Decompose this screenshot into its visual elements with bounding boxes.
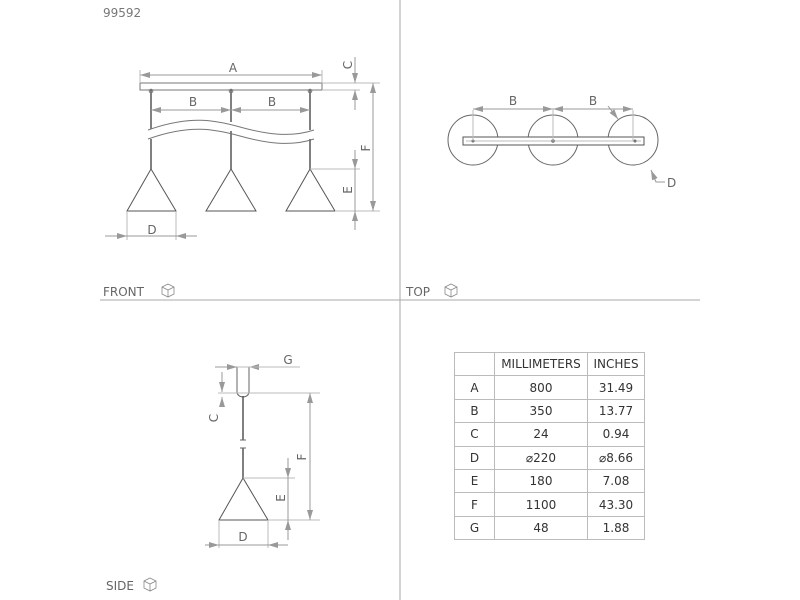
dim-key: G — [454, 515, 495, 541]
dim-mm: 800 — [494, 375, 588, 400]
top-view-label: TOP — [405, 285, 430, 299]
header-inches: INCHES — [587, 351, 645, 377]
label-f: F — [359, 144, 373, 151]
dim-key: D — [454, 445, 495, 470]
dim-in: 13.77 — [587, 398, 645, 424]
header-millimeters: MILLIMETERS — [494, 351, 588, 377]
label-a: A — [229, 61, 238, 75]
label-e: E — [341, 186, 355, 194]
dim-mm: 350 — [494, 398, 588, 424]
label-d: D — [238, 530, 247, 544]
dim-mm: 48 — [494, 515, 588, 541]
dim-key: F — [454, 492, 495, 517]
label-b: B — [509, 94, 517, 108]
dim-mm: 1100 — [494, 492, 588, 517]
dim-key: B — [454, 398, 495, 424]
dim-in: 1.88 — [587, 515, 645, 541]
cube-icon — [161, 283, 175, 298]
header-blank — [454, 351, 495, 377]
label-b: B — [589, 94, 597, 108]
cube-icon — [444, 283, 458, 298]
dim-key: E — [454, 468, 495, 494]
table-row: D⌀220⌀8.66 — [454, 445, 645, 470]
label-f: F — [295, 453, 309, 460]
break-line-bottom — [147, 128, 315, 144]
label-b: B — [189, 95, 197, 109]
dim-mm: 180 — [494, 468, 588, 494]
pendant-cones — [126, 168, 336, 212]
side-view — [205, 364, 320, 548]
dim-in: 31.49 — [587, 375, 645, 400]
dim-mm: ⌀220 — [494, 445, 588, 470]
dim-mm: 24 — [494, 422, 588, 447]
dim-key: A — [454, 375, 495, 400]
top-view — [447, 105, 665, 183]
front-view-label: FRONT — [103, 285, 145, 299]
dim-key: C — [454, 422, 495, 447]
label-c: C — [341, 61, 355, 69]
label-d: D — [147, 223, 156, 237]
pendant-cone — [218, 477, 269, 521]
side-view-label: SIDE — [106, 579, 134, 593]
dim-in: 7.08 — [587, 468, 645, 494]
label-e: E — [274, 494, 288, 502]
front-view — [105, 57, 380, 240]
table-header-row: MILLIMETERS INCHES — [454, 351, 645, 377]
dim-in: 0.94 — [587, 422, 645, 447]
break-line-top — [147, 119, 315, 135]
label-d: D — [667, 176, 676, 190]
product-number: 99592 — [103, 6, 141, 20]
dim-in: ⌀8.66 — [587, 445, 645, 470]
ceiling-cap — [236, 366, 250, 394]
label-g: G — [283, 353, 292, 367]
label-c: C — [207, 414, 221, 422]
label-b: B — [268, 95, 276, 109]
dim-in: 43.30 — [587, 492, 645, 517]
cube-icon — [143, 577, 157, 592]
